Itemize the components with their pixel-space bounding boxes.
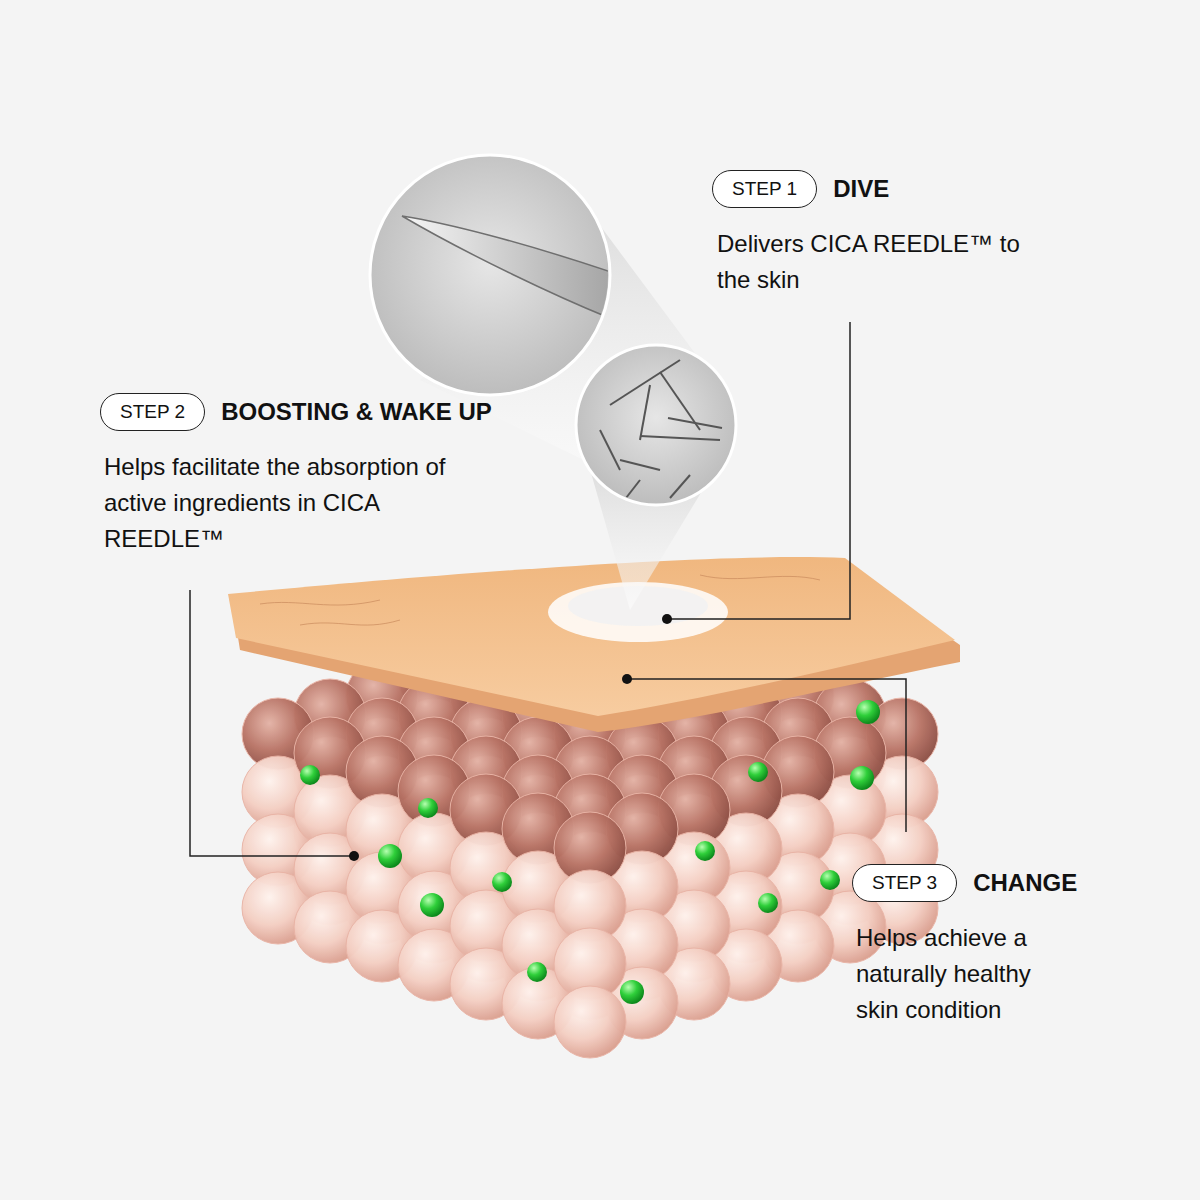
step-badge: STEP 1 bbox=[712, 170, 817, 208]
active-ingredient-dot bbox=[856, 700, 880, 724]
step-header: STEP 1 DIVE bbox=[712, 170, 1047, 208]
step-heading: BOOSTING & WAKE UP bbox=[221, 397, 492, 427]
active-ingredient-dot bbox=[820, 870, 840, 890]
active-ingredient-dot bbox=[748, 762, 768, 782]
step-heading: DIVE bbox=[833, 174, 889, 204]
active-ingredient-dot bbox=[378, 844, 402, 868]
step-callout: STEP 3 CHANGE Helps achieve a naturally he… bbox=[852, 864, 1077, 1028]
step-header: STEP 2 BOOSTING & WAKE UP bbox=[100, 393, 499, 431]
step-badge: STEP 3 bbox=[852, 864, 957, 902]
active-ingredient-dot bbox=[695, 841, 715, 861]
cell-sphere bbox=[554, 986, 626, 1058]
active-ingredient-dot bbox=[420, 893, 444, 917]
step-description: Helps facilitate the absorption of activ… bbox=[104, 449, 499, 557]
step-heading: CHANGE bbox=[973, 868, 1077, 898]
active-ingredient-dot bbox=[492, 872, 512, 892]
active-ingredient-dot bbox=[527, 962, 547, 982]
step-description: Helps achieve a naturally healthy skin c… bbox=[856, 920, 1038, 1028]
step-badge: STEP 2 bbox=[100, 393, 205, 431]
step-callout: STEP 2 BOOSTING & WAKE UP Helps facilitate… bbox=[100, 393, 499, 557]
active-ingredient-dot bbox=[300, 765, 320, 785]
active-ingredient-dot bbox=[418, 798, 438, 818]
active-ingredient-dot bbox=[850, 766, 874, 790]
step-description: Delivers CICA REEDLE™ to the skin bbox=[717, 226, 1047, 298]
active-ingredient-dot bbox=[620, 980, 644, 1004]
active-ingredient-dot bbox=[758, 893, 778, 913]
step-callout: STEP 1 DIVE Delivers CICA REEDLE™ to the s… bbox=[712, 170, 1047, 298]
step-header: STEP 3 CHANGE bbox=[852, 864, 1077, 902]
